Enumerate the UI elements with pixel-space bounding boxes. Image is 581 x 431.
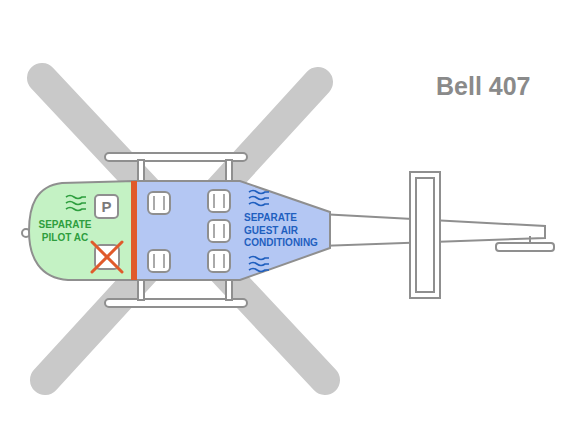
seats <box>95 190 230 272</box>
pilot-seat: P <box>94 194 119 219</box>
guest-zone: SEPARATE GUEST AIR CONDITIONING <box>138 183 328 279</box>
aircraft-title: Bell 407 <box>436 72 531 101</box>
tail-boom <box>320 172 554 298</box>
divider-wall <box>131 181 137 280</box>
blocked-seat-cross <box>92 242 122 272</box>
guest-cabin <box>135 181 330 280</box>
pilot-airflow <box>66 196 86 211</box>
zone-label: SEPARATE GUEST AIR CONDITIONING <box>244 212 326 250</box>
pilot-zone: SEPARATE PILOT AC P <box>30 183 130 279</box>
pilot-cockpit <box>29 181 135 280</box>
zone-label: SEPARATE PILOT AC <box>34 219 96 244</box>
seat-letter: P <box>101 199 111 214</box>
